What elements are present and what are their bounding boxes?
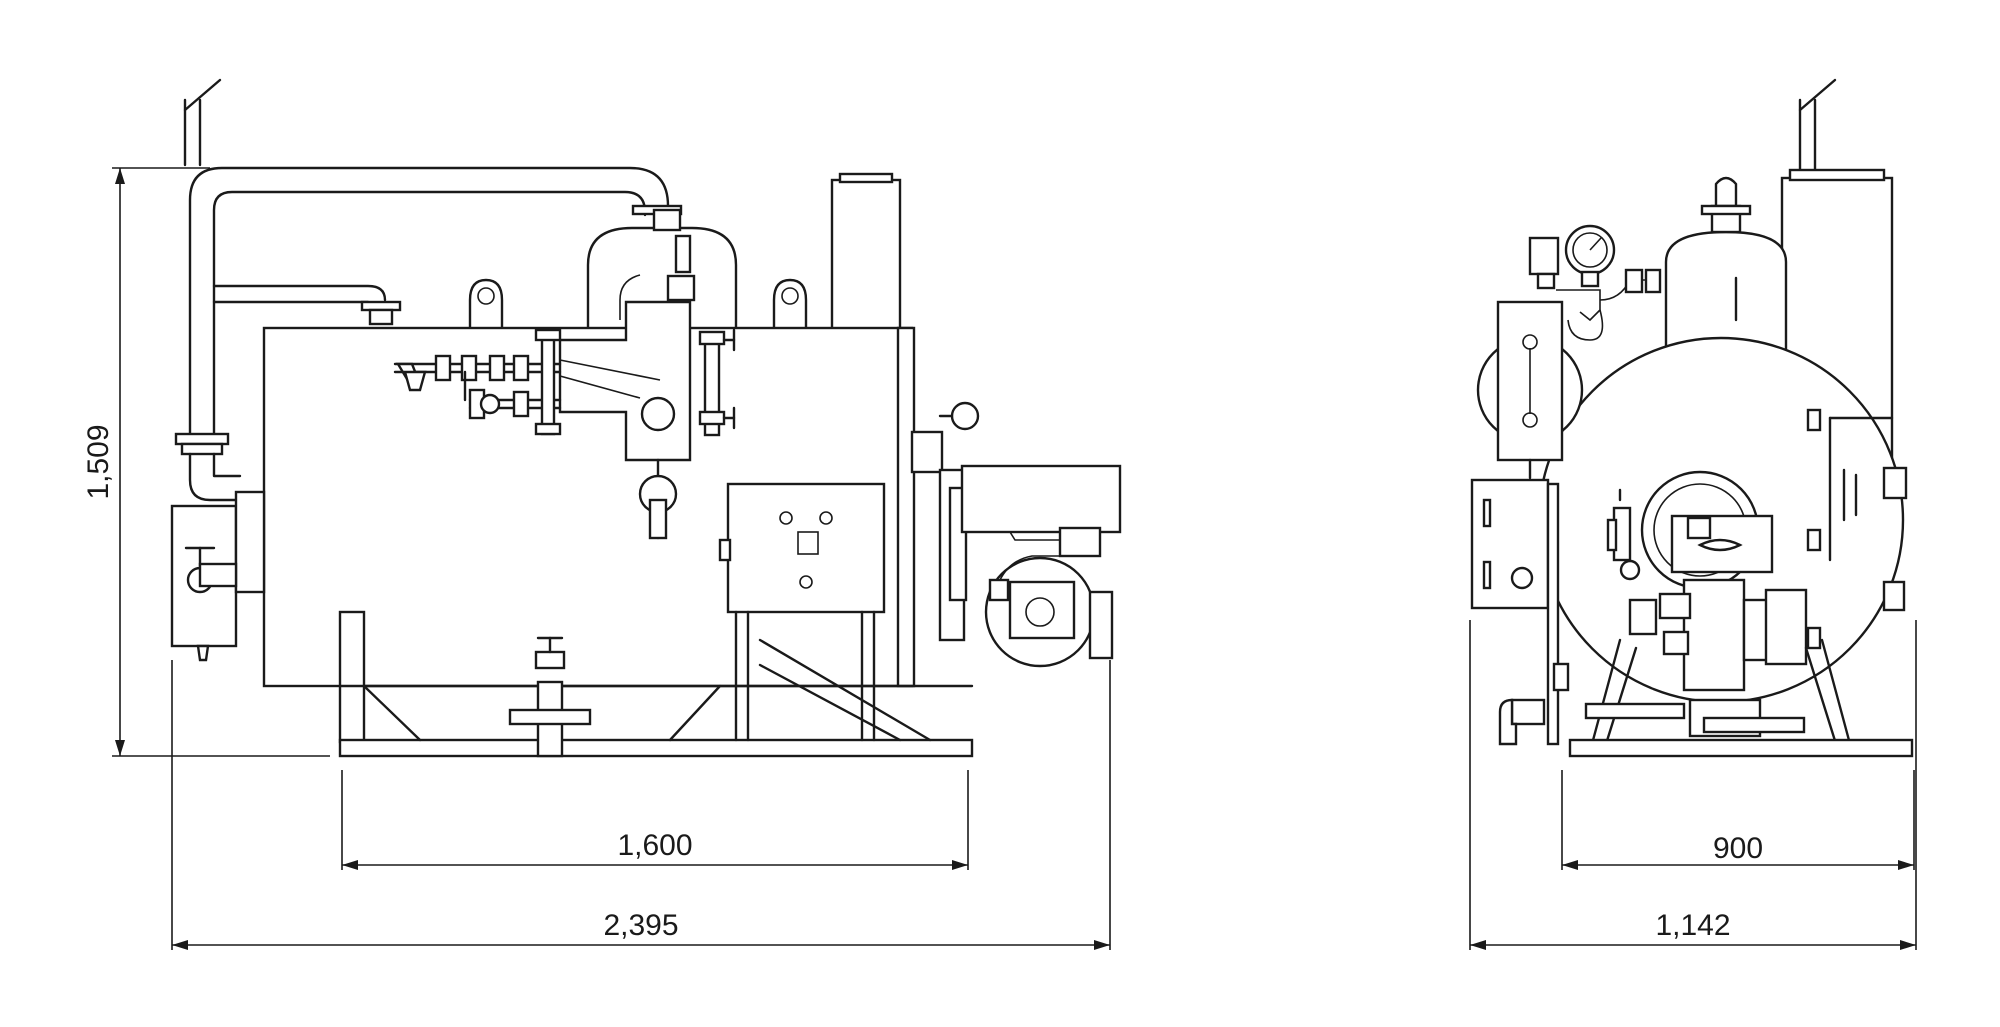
front-control-cabinet	[1470, 478, 1560, 746]
side-view	[170, 78, 1122, 758]
vent-pipe	[183, 78, 222, 167]
base-width-dimension-label: 900	[1713, 832, 1763, 865]
dimension-labels: 1,509 1,600 2,395 900 1,142	[82, 424, 1763, 942]
control-panel	[718, 482, 886, 614]
height-dimension-label: 1,509	[82, 424, 115, 499]
base-frame	[338, 610, 974, 758]
front-view	[1470, 78, 1914, 758]
feed-piping	[393, 328, 562, 436]
water-column	[558, 300, 692, 540]
overall-length-dimension-label: 2,395	[603, 909, 678, 942]
front-side-ports	[1806, 408, 1908, 650]
base-length-dimension-label: 1,600	[617, 829, 692, 862]
overall-width-dimension-label: 1,142	[1655, 909, 1730, 942]
steam-pipe	[174, 166, 683, 502]
front-steam-drum	[1664, 176, 1788, 362]
stack	[830, 178, 902, 332]
dimension-lines	[112, 167, 1917, 950]
gauge-glass	[698, 328, 736, 437]
drain-box	[170, 490, 266, 662]
front-burner	[1606, 470, 1808, 692]
front-vent-pipe	[1798, 78, 1837, 180]
front-base	[1498, 638, 1914, 758]
pressure-gauge-group	[1528, 224, 1662, 341]
burner-assembly	[910, 401, 1122, 668]
lifting-lugs	[468, 278, 808, 332]
front-water-column	[1476, 300, 1584, 480]
